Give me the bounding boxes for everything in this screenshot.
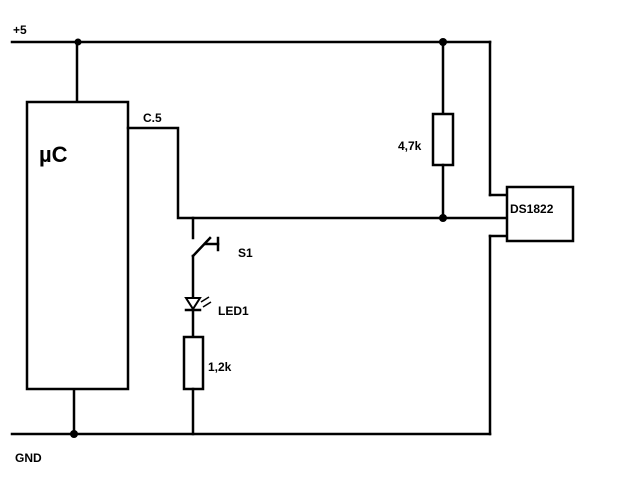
junction-mcu-gnd bbox=[70, 430, 78, 438]
supply-label: +5 bbox=[13, 23, 27, 37]
sensor-label: DS1822 bbox=[510, 202, 554, 216]
junction-pullup-bottom bbox=[439, 214, 447, 222]
mcu-label: µC bbox=[39, 142, 68, 167]
junction-pullup-top bbox=[439, 38, 447, 46]
resistor-label: 1,2k bbox=[208, 360, 232, 374]
pin-c5-wire bbox=[126, 126, 509, 220]
pullup-label: 4,7k bbox=[398, 139, 422, 153]
junction-mcu-vcc bbox=[74, 38, 82, 46]
led-emission-ray-2 bbox=[202, 301, 212, 308]
led-resistor bbox=[182, 335, 205, 391]
pullup-resistor bbox=[431, 112, 455, 167]
led-triangle bbox=[184, 297, 202, 311]
mcu-box bbox=[25, 100, 130, 391]
led-label: LED1 bbox=[218, 304, 249, 318]
ds1822-box bbox=[505, 185, 575, 243]
ground-label: GND bbox=[15, 451, 42, 465]
led-emission-ray-1 bbox=[200, 296, 210, 303]
switch-label: S1 bbox=[238, 246, 253, 260]
pin-label: C.5 bbox=[143, 111, 162, 125]
switch-blade bbox=[191, 236, 212, 258]
